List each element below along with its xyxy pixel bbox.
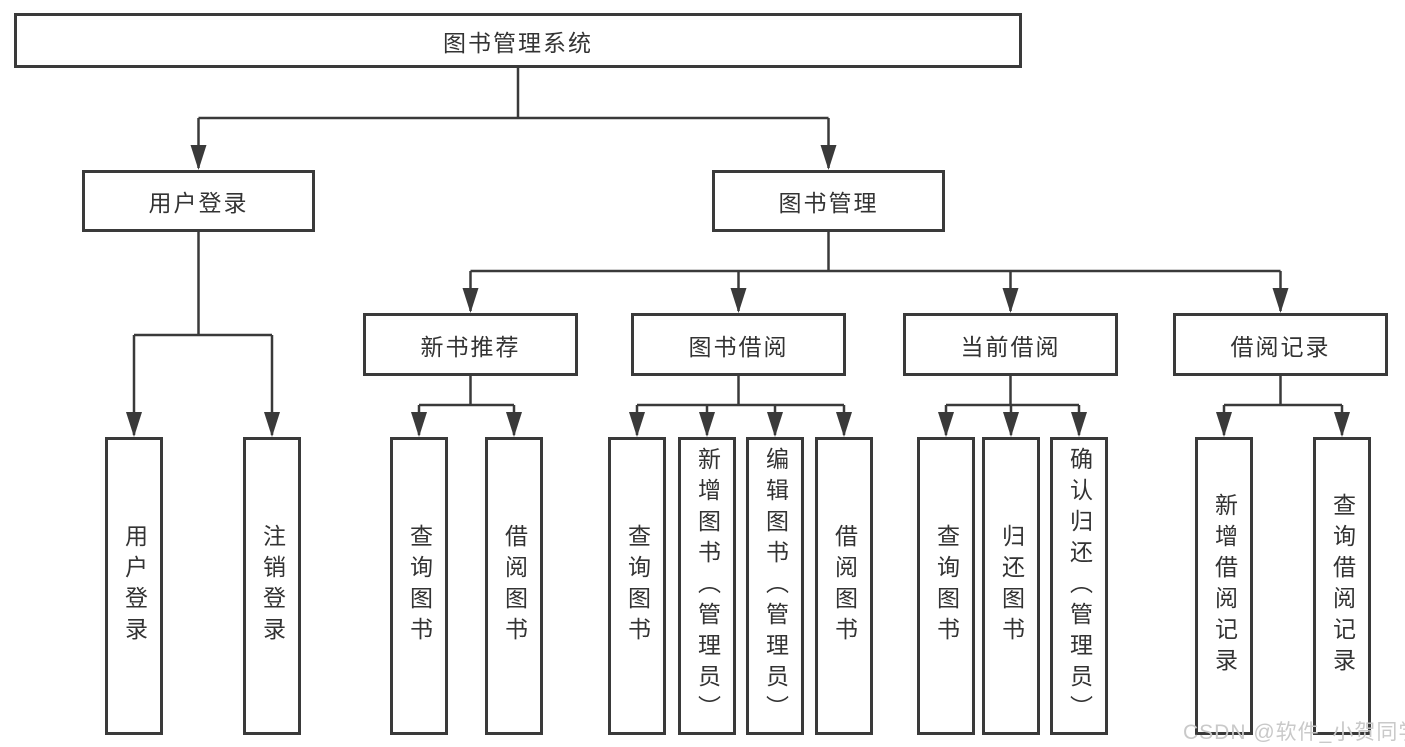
leaf-current-query-books-label: 查询图书 xyxy=(933,524,960,648)
node-book-borrow-label: 图书借阅 xyxy=(688,333,789,360)
leaf-user-login-label: 用户登录 xyxy=(121,524,148,648)
leaf-logout-label: 注销登录 xyxy=(259,524,286,648)
leaf-records-add-record-label: 新增借阅记录 xyxy=(1211,493,1238,679)
leaf-borrow-add-books-admin-label: 新增图书（管理员） xyxy=(694,446,721,726)
leaf-records-query-record: 查询借阅记录 xyxy=(1313,437,1371,735)
leaf-logout: 注销登录 xyxy=(243,437,301,735)
node-system-root-label: 图书管理系统 xyxy=(443,29,593,56)
node-borrow-records-label: 借阅记录 xyxy=(1230,333,1331,360)
leaf-borrow-query-books-label: 查询图书 xyxy=(624,524,651,648)
leaf-borrow-borrow-books-label: 借阅图书 xyxy=(831,524,858,648)
leaf-user-login: 用户登录 xyxy=(105,437,163,735)
node-new-book-recommend: 新书推荐 xyxy=(363,313,578,376)
leaf-newbook-query-books: 查询图书 xyxy=(390,437,448,735)
leaf-current-confirm-return-admin-label: 确认归还（管理员） xyxy=(1066,446,1093,726)
node-current-borrow-label: 当前借阅 xyxy=(960,333,1061,360)
leaf-borrow-add-books-admin: 新增图书（管理员） xyxy=(678,437,736,735)
node-user-login-group: 用户登录 xyxy=(82,170,315,232)
leaf-current-return-books: 归还图书 xyxy=(982,437,1040,735)
node-book-borrow: 图书借阅 xyxy=(631,313,846,376)
node-user-login-group-label: 用户登录 xyxy=(148,190,249,216)
leaf-borrow-query-books: 查询图书 xyxy=(608,437,666,735)
node-system-root: 图书管理系统 xyxy=(14,13,1022,68)
leaf-records-query-record-label: 查询借阅记录 xyxy=(1329,493,1356,679)
node-new-book-recommend-label: 新书推荐 xyxy=(420,333,521,360)
leaf-borrow-edit-books-admin: 编辑图书（管理员） xyxy=(746,437,804,735)
leaf-newbook-query-books-label: 查询图书 xyxy=(406,524,433,648)
leaf-records-add-record: 新增借阅记录 xyxy=(1195,437,1253,735)
node-book-management-group-label: 图书管理 xyxy=(778,190,879,216)
leaf-borrow-edit-books-admin-label: 编辑图书（管理员） xyxy=(762,446,789,726)
leaf-newbook-borrow-books: 借阅图书 xyxy=(485,437,543,735)
node-book-management-group: 图书管理 xyxy=(712,170,945,232)
leaf-current-query-books: 查询图书 xyxy=(917,437,975,735)
leaf-newbook-borrow-books-label: 借阅图书 xyxy=(501,524,528,648)
leaf-current-return-books-label: 归还图书 xyxy=(998,524,1025,648)
node-borrow-records: 借阅记录 xyxy=(1173,313,1388,376)
csdn-watermark: CSDN @软件_小贺同学 xyxy=(1183,721,1405,744)
leaf-current-confirm-return-admin: 确认归还（管理员） xyxy=(1050,437,1108,735)
node-current-borrow: 当前借阅 xyxy=(903,313,1118,376)
leaf-borrow-borrow-books: 借阅图书 xyxy=(815,437,873,735)
